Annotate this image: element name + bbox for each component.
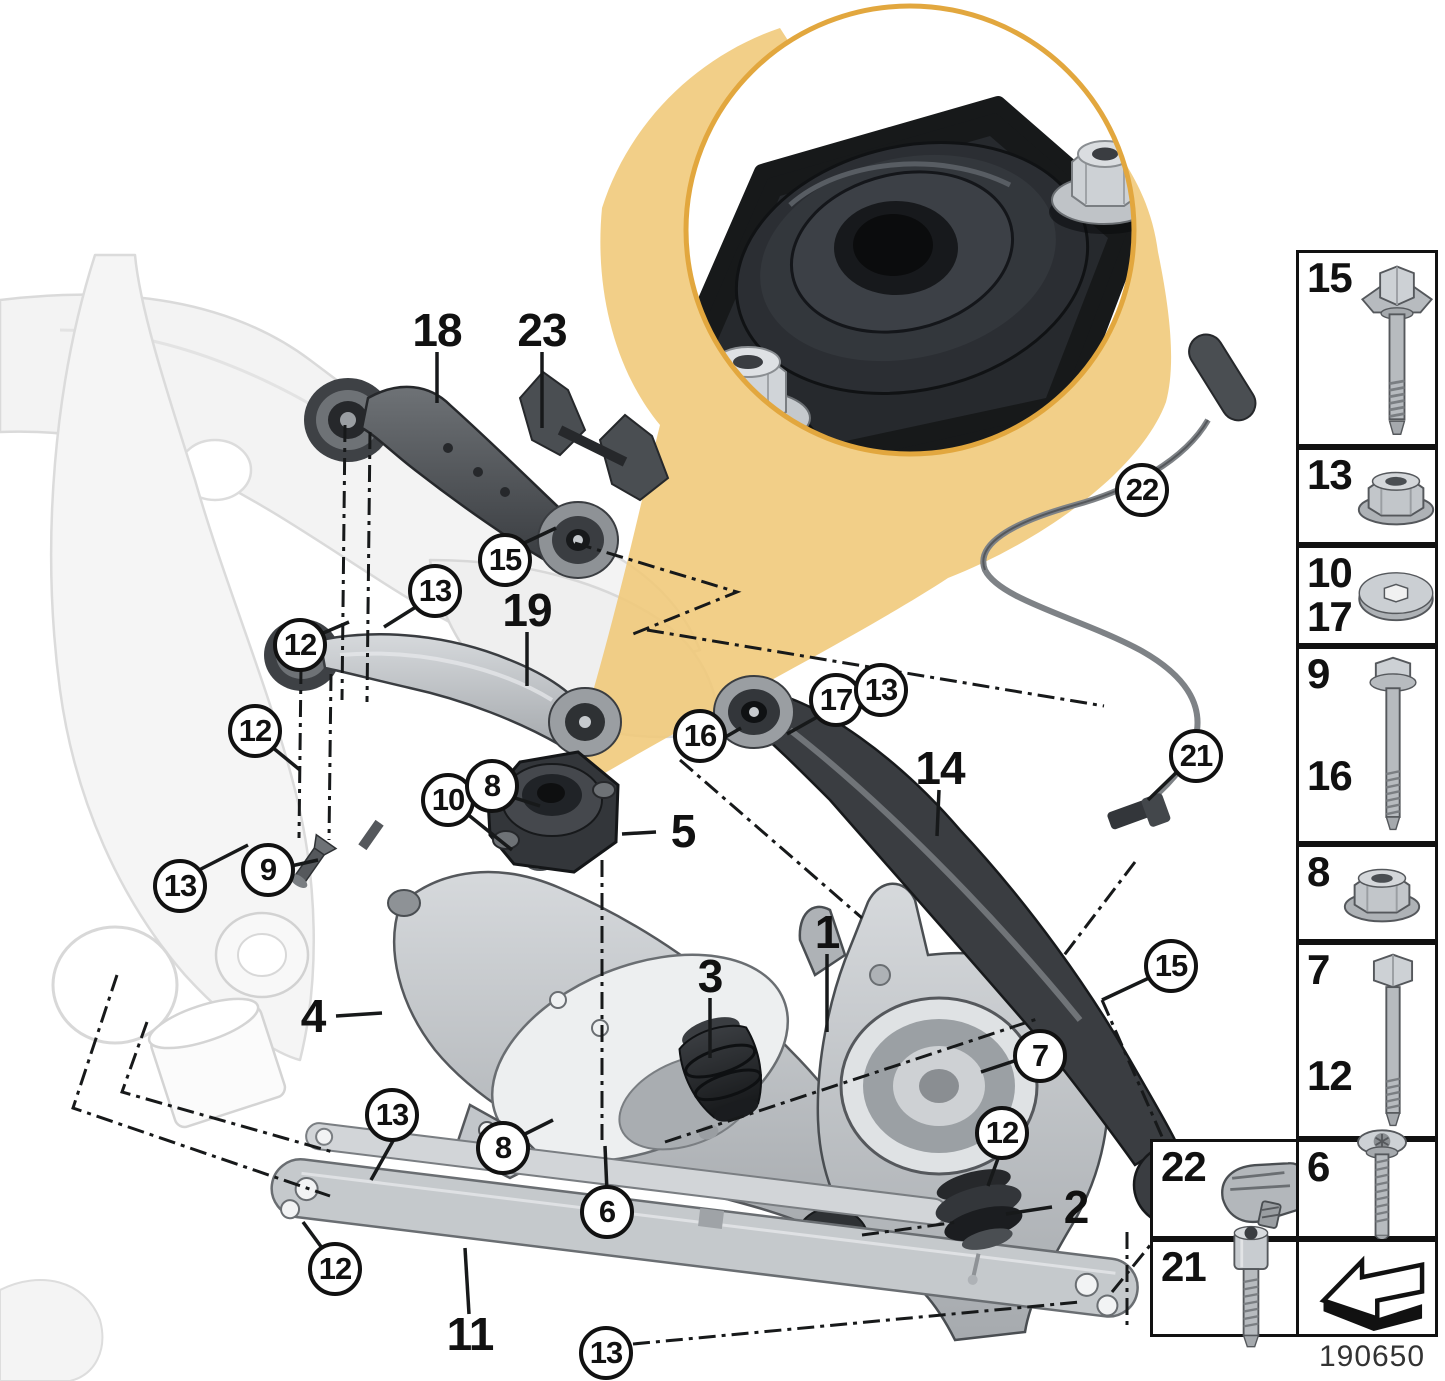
shock-mount-photo bbox=[686, 96, 1134, 454]
sensor-bracket bbox=[518, 370, 670, 502]
legend-cell-numbers bbox=[1299, 1242, 1307, 1246]
legend-cell-21: 21 bbox=[1150, 1225, 1299, 1348]
legend-cell-numbers: 15 bbox=[1299, 253, 1353, 301]
bolt-hex-icon bbox=[1352, 945, 1435, 1136]
legend-cell-13: 13 bbox=[1296, 447, 1438, 545]
legend-cell-9-16: 9 16 bbox=[1296, 646, 1438, 844]
bolt-long-icon bbox=[1352, 649, 1435, 841]
callout-13: 13 bbox=[579, 1326, 633, 1380]
callout-22: 22 bbox=[1115, 463, 1169, 517]
legend-cell-6: 6 bbox=[1296, 1129, 1438, 1241]
legend-cell-15: 15 bbox=[1296, 250, 1438, 447]
callout-16: 16 bbox=[673, 709, 727, 763]
part-number-label: 7 bbox=[1307, 946, 1330, 993]
part-number-label: 16 bbox=[1307, 752, 1353, 799]
callout-12: 12 bbox=[975, 1106, 1029, 1160]
figure-code: 190650 bbox=[1318, 1340, 1426, 1373]
legend-cell-numbers: 6 bbox=[1299, 1142, 1330, 1190]
callout-6: 6 bbox=[580, 1185, 634, 1239]
bump-stop-bushing bbox=[678, 1017, 763, 1140]
callout-12: 12 bbox=[308, 1242, 362, 1296]
callout-13: 13 bbox=[408, 564, 462, 618]
callout-19: 19 bbox=[502, 584, 552, 636]
magnifier-inset bbox=[683, 3, 1137, 457]
callout-13: 13 bbox=[153, 859, 207, 913]
part-number-label: 10 bbox=[1307, 549, 1353, 596]
nut-flange-icon bbox=[1352, 450, 1440, 542]
callout-15: 15 bbox=[478, 533, 532, 587]
legend-cell-numbers: 13 bbox=[1299, 450, 1353, 498]
part-number-label: 12 bbox=[1307, 1052, 1353, 1099]
legend-cell-numbers: 22 bbox=[1153, 1142, 1207, 1190]
washer-icon bbox=[1352, 548, 1440, 643]
callout-12: 12 bbox=[273, 618, 327, 672]
callout-10: 10 bbox=[421, 773, 475, 827]
part-number-label: 21 bbox=[1161, 1243, 1207, 1290]
part-number-label: 17 bbox=[1307, 593, 1353, 640]
callout-5: 5 bbox=[670, 805, 697, 857]
callout-4: 4 bbox=[300, 990, 327, 1042]
nut-flange-icon bbox=[1329, 847, 1435, 939]
part-number-label: 15 bbox=[1307, 254, 1353, 301]
screw-torx-icon bbox=[1329, 1129, 1435, 1241]
callout-18: 18 bbox=[412, 304, 462, 356]
callout-3: 3 bbox=[697, 950, 724, 1002]
callout-12: 12 bbox=[228, 704, 282, 758]
legend-cell-numbers: 7 12 bbox=[1299, 945, 1353, 1099]
callout-8: 8 bbox=[465, 759, 519, 813]
legend-cell-direction-arrow bbox=[1296, 1239, 1438, 1337]
legend-cell-7-12: 7 12 bbox=[1296, 942, 1438, 1139]
legend-cell-8: 8 bbox=[1296, 844, 1438, 942]
part-number-label: 13 bbox=[1307, 451, 1353, 498]
callout-13: 13 bbox=[854, 663, 908, 717]
callout-9: 9 bbox=[241, 843, 295, 897]
part-number-label: 6 bbox=[1307, 1143, 1330, 1190]
legend-cell-numbers: 9 16 bbox=[1299, 649, 1353, 799]
legend-cell-numbers: 8 bbox=[1299, 847, 1330, 895]
lower-arm-bushing bbox=[935, 1169, 1023, 1285]
inset-gold-ring bbox=[683, 3, 1137, 457]
callout-8: 8 bbox=[476, 1121, 530, 1175]
callout-1: 1 bbox=[814, 906, 841, 958]
part-number-label: 22 bbox=[1161, 1143, 1207, 1190]
callout-11: 11 bbox=[446, 1308, 495, 1360]
callout-2: 2 bbox=[1063, 1181, 1090, 1233]
callout-23: 23 bbox=[517, 304, 567, 356]
bolt-flange-icon bbox=[1352, 253, 1442, 444]
legend-cell-numbers: 21 bbox=[1153, 1242, 1207, 1290]
callout-13: 13 bbox=[365, 1088, 419, 1142]
callout-15: 15 bbox=[1144, 939, 1198, 993]
abs-sensor-cable bbox=[980, 333, 1257, 830]
part-number-label: 9 bbox=[1307, 650, 1330, 697]
callout-21: 21 bbox=[1169, 729, 1223, 783]
callout-7: 7 bbox=[1013, 1029, 1067, 1083]
screw-socket-icon bbox=[1206, 1225, 1296, 1348]
part-number-label: 8 bbox=[1307, 848, 1330, 895]
legend-cell-22: 22 bbox=[1150, 1139, 1310, 1239]
callout-14: 14 bbox=[915, 742, 965, 794]
direction-arrow-icon bbox=[1307, 1242, 1435, 1334]
